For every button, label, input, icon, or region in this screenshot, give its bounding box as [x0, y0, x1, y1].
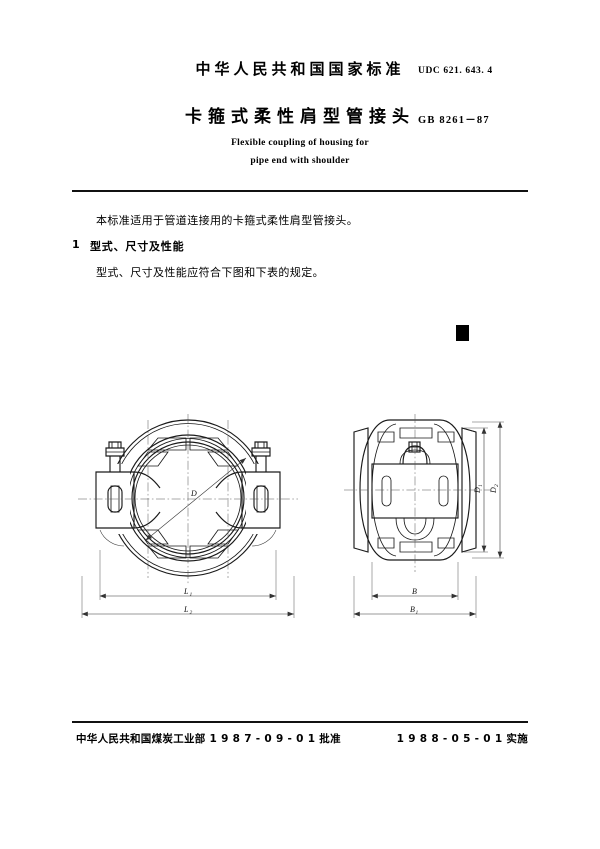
label-B: B	[412, 587, 417, 596]
label-B1-subscript: 1	[416, 610, 419, 616]
label-D2-subscript: 2	[494, 484, 500, 487]
side-view-group: D 1 D 2 B B 1	[344, 414, 504, 618]
label-D2: D	[489, 487, 498, 494]
label-D: D	[190, 489, 197, 498]
standard-subtitle-en-line2: pipe end with shoulder	[250, 156, 350, 166]
page-marker-square	[456, 325, 469, 341]
clause-number: 1	[72, 238, 80, 251]
drawings-svg: .ol { fill:none; stroke:#1a1a1a; stroke-…	[78, 414, 504, 618]
label-L2-subscript: 2	[190, 610, 193, 616]
scope-paragraph: 本标准适用于管道连接用的卡箍式柔性肩型管接头。	[96, 214, 359, 227]
label-D1: D	[473, 487, 482, 494]
label-B1: B	[410, 605, 415, 614]
label-L1-subscript: 1	[190, 592, 193, 598]
label-L2: L	[183, 605, 189, 614]
standard-subtitle-en-line1: Flexible coupling of housing for	[231, 138, 369, 148]
label-L1: L	[183, 587, 189, 596]
header-divider-rule	[72, 190, 528, 192]
front-view-group: D L 1 L 2	[78, 414, 298, 618]
footer-divider-rule	[72, 721, 528, 723]
footer-issuer: 中华人民共和国煤炭工业部 1 9 8 7 - 0 9 - 0 1 批准	[76, 733, 341, 745]
standard-code: GB 8261－87	[418, 115, 490, 126]
technical-drawings: .ol { fill:none; stroke:#1a1a1a; stroke-…	[60, 380, 540, 650]
side-ribs	[377, 427, 455, 553]
diameter-D-leader	[145, 457, 247, 541]
standard-organization: 中华人民共和国国家标准	[195, 60, 405, 78]
standard-title-cn: 卡箍式柔性肩型管接头	[185, 107, 415, 127]
footer-effective-date: 1 9 8 8 - 0 5 - 0 1 实施	[396, 733, 528, 745]
clause-heading: 型式、尺寸及性能	[90, 240, 185, 253]
udc-number: UDC 621. 643. 4	[418, 66, 493, 76]
clause-paragraph: 型式、尺寸及性能应符合下图和下表的规定。	[96, 266, 324, 279]
label-D1-subscript: 1	[478, 484, 484, 487]
